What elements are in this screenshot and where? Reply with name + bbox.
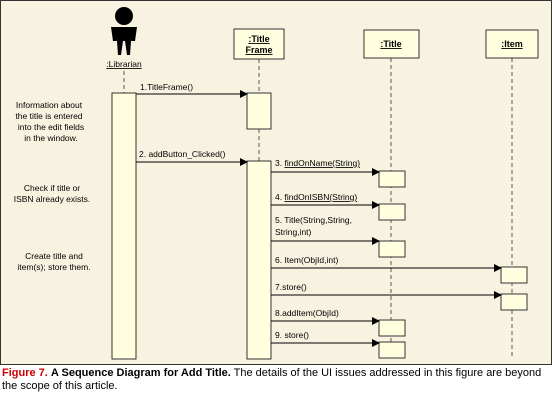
message-label: 4. findOnISBN(String) [275,192,357,202]
item-activation-1 [500,266,528,284]
note-line: ISBN already exists. [14,194,91,204]
title-activation-2 [378,203,406,221]
titleframe-activation-2 [246,160,272,360]
note-line: item(s); store them. [17,262,90,272]
object-label: :Item [501,39,523,49]
message-9: 9. store() [271,330,380,347]
figure-description: The details of the UI issues addressed i… [2,367,542,392]
item-activation-2 [500,293,528,311]
object-item: :Item [485,29,539,59]
object-label: Frame [245,45,272,55]
actor-label: :Librarian [106,59,142,69]
note-line: Check if title or [24,183,80,193]
message-6: 6. Item(ObjId,int) [271,255,502,272]
message-number: 3. [275,158,284,168]
message-label: 1.TitleFrame() [140,82,193,92]
sequence-diagram: :Librarian :Title Frame :Title :Item [0,0,552,365]
message-number: 4. [275,192,284,202]
title-activation-1 [378,170,406,188]
title-activation-5 [378,341,406,359]
figure-number: Figure 7. [2,367,48,379]
message-label: 8.addItem(ObjId) [275,308,339,318]
object-label: :Title [380,39,401,49]
message-label: 5. Title(String,String, [275,215,352,225]
note-line: the title is entered [15,111,82,121]
message-2: 2. addButton_Clicked() [136,149,248,166]
note-1: Information about the title is entered i… [15,100,84,143]
message-name: findOnName(String) [284,158,360,168]
object-title: :Title [363,29,420,59]
message-label: 7.store() [275,282,307,292]
note-line: Create title and [25,251,83,261]
sequence-diagram-canvas: :Librarian :Title Frame :Title :Item [14,7,539,360]
figure-title: A Sequence Diagram for Add Title. [50,367,231,379]
message-4: 4. findOnISBN(String) [271,192,380,209]
message-label: 2. addButton_Clicked() [139,149,226,159]
message-label: 9. store() [275,330,309,340]
message-1: 1.TitleFrame() [136,82,248,98]
message-name: findOnISBN(String) [284,192,357,202]
message-label: String,int) [275,227,312,237]
titleframe-activation-1 [246,92,272,130]
figure-caption: Figure 7. A Sequence Diagram for Add Tit… [2,367,550,393]
title-activation-3 [378,240,406,258]
message-8: 8.addItem(ObjId) [271,308,380,325]
title-activation-4 [378,319,406,337]
message-label: 3. findOnName(String) [275,158,360,168]
message-3: 3. findOnName(String) [271,158,380,176]
object-label: :Title [248,34,269,44]
object-titleframe: :Title Frame [233,28,285,60]
note-line: into the edit fields [18,122,84,132]
message-label: 6. Item(ObjId,int) [275,255,338,265]
activations [111,92,528,360]
note-3: Create title and item(s); store them. [17,251,90,272]
note-line: Information about [16,100,83,110]
librarian-activation [111,92,137,360]
note-line: in the window. [24,133,77,143]
message-5: 5. Title(String,String, String,int) [271,215,380,245]
librarian-actor-icon [111,7,137,55]
note-2: Check if title or ISBN already exists. [14,183,91,204]
message-7: 7.store() [271,282,502,299]
